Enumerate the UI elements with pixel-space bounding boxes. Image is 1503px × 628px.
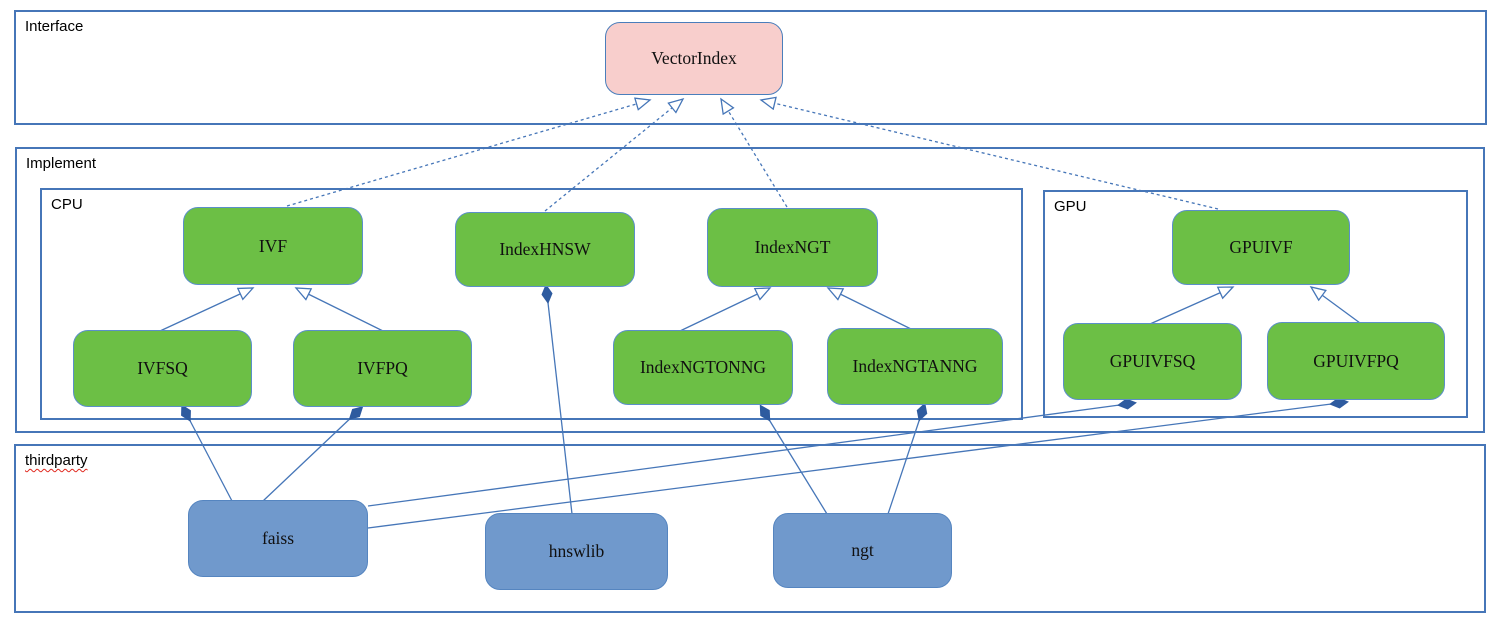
node-label-indexngt: IndexNGT <box>754 237 831 257</box>
node-label-ivfpq: IVFPQ <box>357 358 408 378</box>
container-label-interface: Interface <box>25 18 84 35</box>
container-label-gpu: GPU <box>1054 198 1087 215</box>
node-label-indexhnsw: IndexHNSW <box>499 239 591 259</box>
node-label-gpuivfsq: GPUIVFSQ <box>1109 351 1196 371</box>
node-gpuivf: GPUIVF <box>1172 210 1350 285</box>
node-label-ivf: IVF <box>258 235 288 256</box>
node-vectorindex: VectorIndex <box>605 22 783 95</box>
node-gpuivfpq: GPUIVFPQ <box>1267 322 1445 400</box>
container-label-implement: Implement <box>26 155 97 172</box>
node-indexhnsw: IndexHNSW <box>455 212 635 287</box>
node-hnswlib: hnswlib <box>485 513 668 590</box>
node-gpuivfsq: GPUIVFSQ <box>1063 323 1242 400</box>
node-ivf: IVF <box>183 207 363 285</box>
node-ivfsq: IVFSQ <box>73 330 252 407</box>
node-indexngtanng: IndexNGTANNG <box>827 328 1003 405</box>
node-label-faiss: faiss <box>261 528 295 548</box>
node-label-indexngtonng: IndexNGTONNG <box>639 357 767 377</box>
node-label-vectorindex: VectorIndex <box>651 48 737 68</box>
node-label-indexngtanng: IndexNGTANNG <box>852 356 978 376</box>
node-indexngtonng: IndexNGTONNG <box>613 330 793 405</box>
node-label-hnswlib: hnswlib <box>548 541 605 561</box>
container-label-thirdparty: thirdparty <box>25 452 88 469</box>
node-indexngt: IndexNGT <box>707 208 878 287</box>
node-label-ivfsq: IVFSQ <box>137 358 188 378</box>
node-label-ngt: ngt <box>851 540 874 560</box>
node-label-gpuivf: GPUIVF <box>1229 237 1293 257</box>
node-ivfpq: IVFPQ <box>293 330 472 407</box>
node-ngt: ngt <box>773 513 952 588</box>
node-label-gpuivfpq: GPUIVFPQ <box>1313 350 1399 371</box>
container-label-cpu: CPU <box>51 196 83 213</box>
node-faiss: faiss <box>188 500 368 577</box>
